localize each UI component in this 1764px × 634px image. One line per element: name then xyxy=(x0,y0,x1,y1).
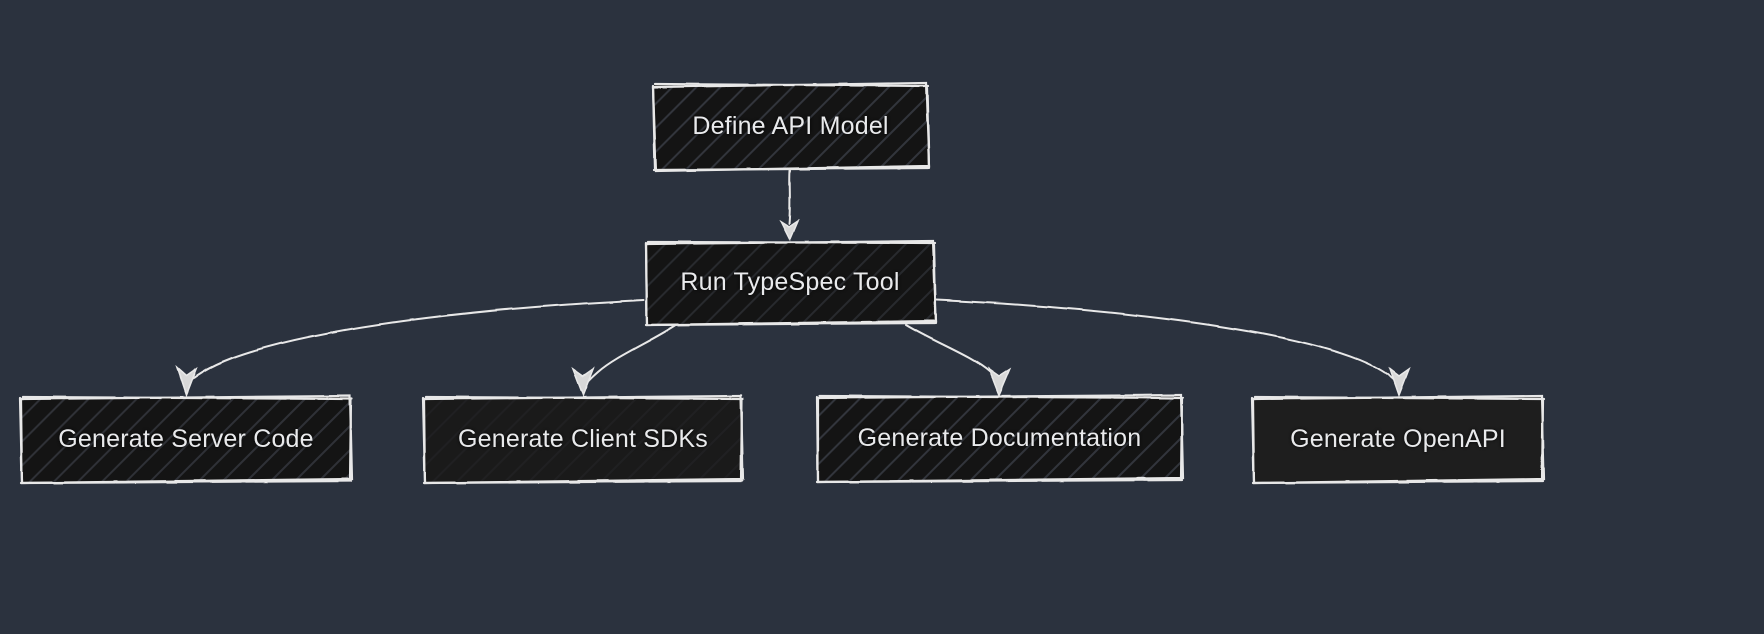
node-label: Generate Server Code xyxy=(58,424,314,453)
node-label: Generate Documentation xyxy=(857,423,1142,452)
edge-define-to-run xyxy=(779,169,800,242)
edge-run-to-server xyxy=(175,299,645,398)
node-shape xyxy=(18,394,354,485)
node-shape xyxy=(1250,394,1546,485)
edge-run-to-openapi xyxy=(935,299,1411,398)
node-generate-server-code[interactable]: Generate Server Code xyxy=(18,394,354,485)
node-shape xyxy=(815,393,1185,484)
node-generate-openapi[interactable]: Generate OpenAPI xyxy=(1250,394,1546,485)
node-label: Run TypeSpec Tool xyxy=(680,268,900,296)
edge-run-to-client xyxy=(571,324,677,398)
node-label: Generate Client SDKs xyxy=(458,424,708,453)
node-label: Generate OpenAPI xyxy=(1290,424,1506,453)
node-define-api-model[interactable]: Define API Model xyxy=(651,81,931,173)
node-generate-client-sdks[interactable]: Generate Client SDKs xyxy=(421,394,745,485)
node-label: Define API Model xyxy=(692,111,889,140)
node-generate-documentation[interactable]: Generate Documentation xyxy=(815,393,1185,484)
node-shape xyxy=(651,81,931,173)
node-shape xyxy=(644,239,938,327)
node-run-typespec-tool[interactable]: Run TypeSpec Tool xyxy=(644,239,938,327)
edge-run-to-docs xyxy=(905,324,1012,398)
node-shape xyxy=(421,394,745,485)
